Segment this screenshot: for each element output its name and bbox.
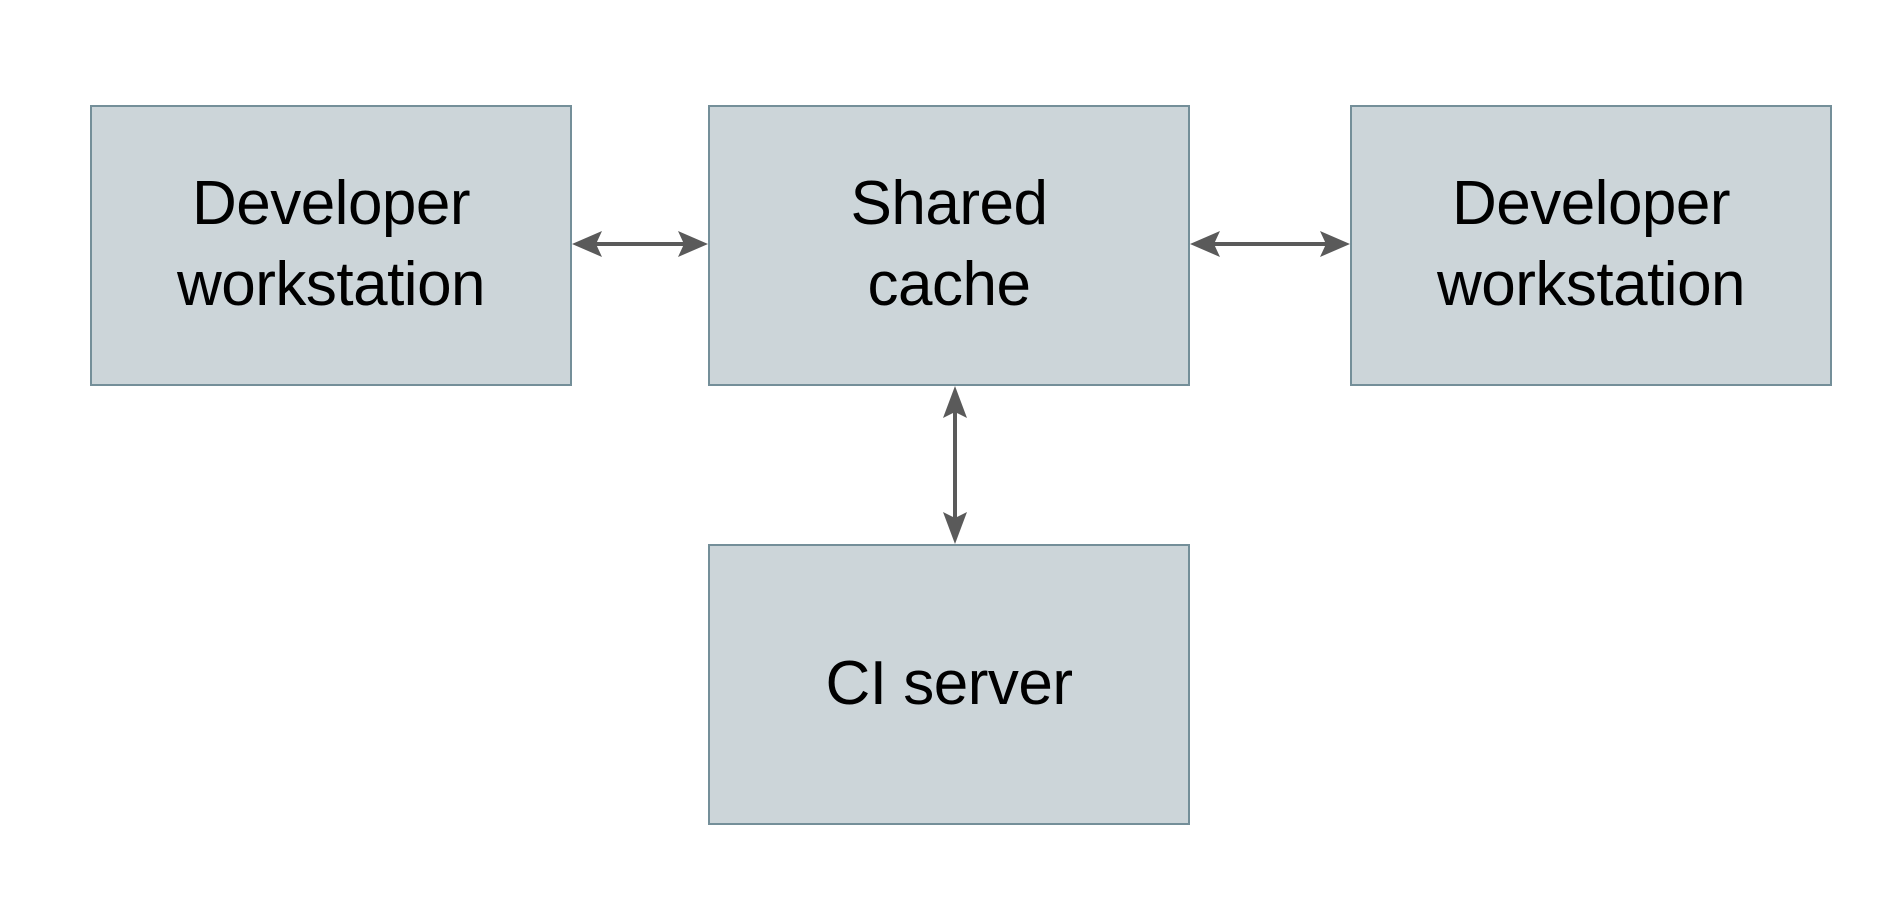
node-developer-workstation-left[interactable]: Developer workstation [90, 105, 572, 386]
double-arrow-horizontal-icon [572, 231, 708, 257]
edge-developer-workstation-left-to-shared-cache [572, 222, 708, 266]
edge-shared-cache-to-developer-workstation-right [1190, 222, 1350, 266]
node-label: Developer workstation [1436, 168, 1746, 319]
node-ci-server[interactable]: CI server [708, 544, 1190, 825]
node-label: Shared cache [850, 168, 1048, 319]
node-label: CI server [825, 649, 1073, 719]
node-shared-cache[interactable]: Shared cache [708, 105, 1190, 386]
double-arrow-vertical-icon [943, 386, 967, 544]
node-label: Developer workstation [176, 168, 486, 319]
double-arrow-horizontal-icon [1190, 231, 1350, 257]
edge-shared-cache-to-ci-server [927, 386, 983, 544]
node-developer-workstation-right[interactable]: Developer workstation [1350, 105, 1832, 386]
